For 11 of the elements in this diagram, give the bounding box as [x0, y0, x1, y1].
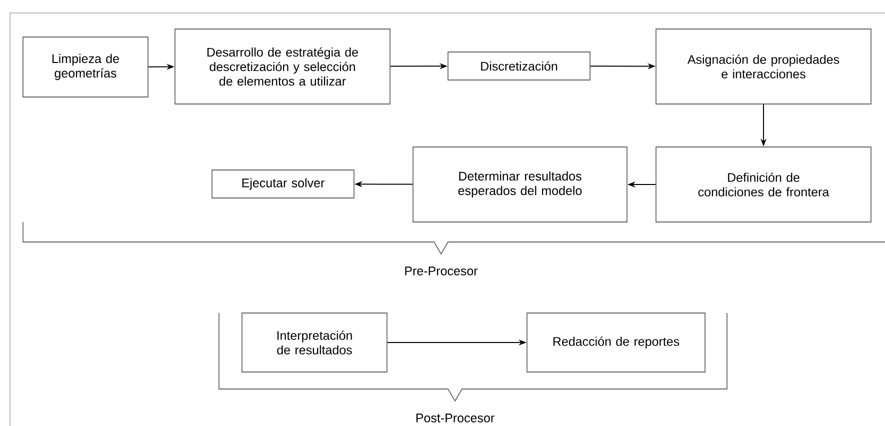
process-box: Ejecutar solver — [212, 170, 354, 198]
process-box: Discretización — [448, 52, 590, 80]
process-box: Determinar resultados esperados del modelo — [412, 146, 628, 222]
process-box: Asignación de propiedades e interacciones — [656, 28, 872, 104]
process-box: Limpieza de geometrías — [22, 36, 148, 98]
process-box: Redacción de reportes — [526, 312, 706, 372]
process-box: Interpretación de resultados — [242, 312, 388, 372]
group-label: Post-Procesor — [416, 414, 494, 422]
process-box: Desarrollo de estratégia de descretización y selección de elementos a utilizar — [174, 28, 390, 104]
process-box: Definición de condiciones de frontera — [656, 146, 872, 222]
group-label: Pre-Procesor — [405, 266, 478, 276]
